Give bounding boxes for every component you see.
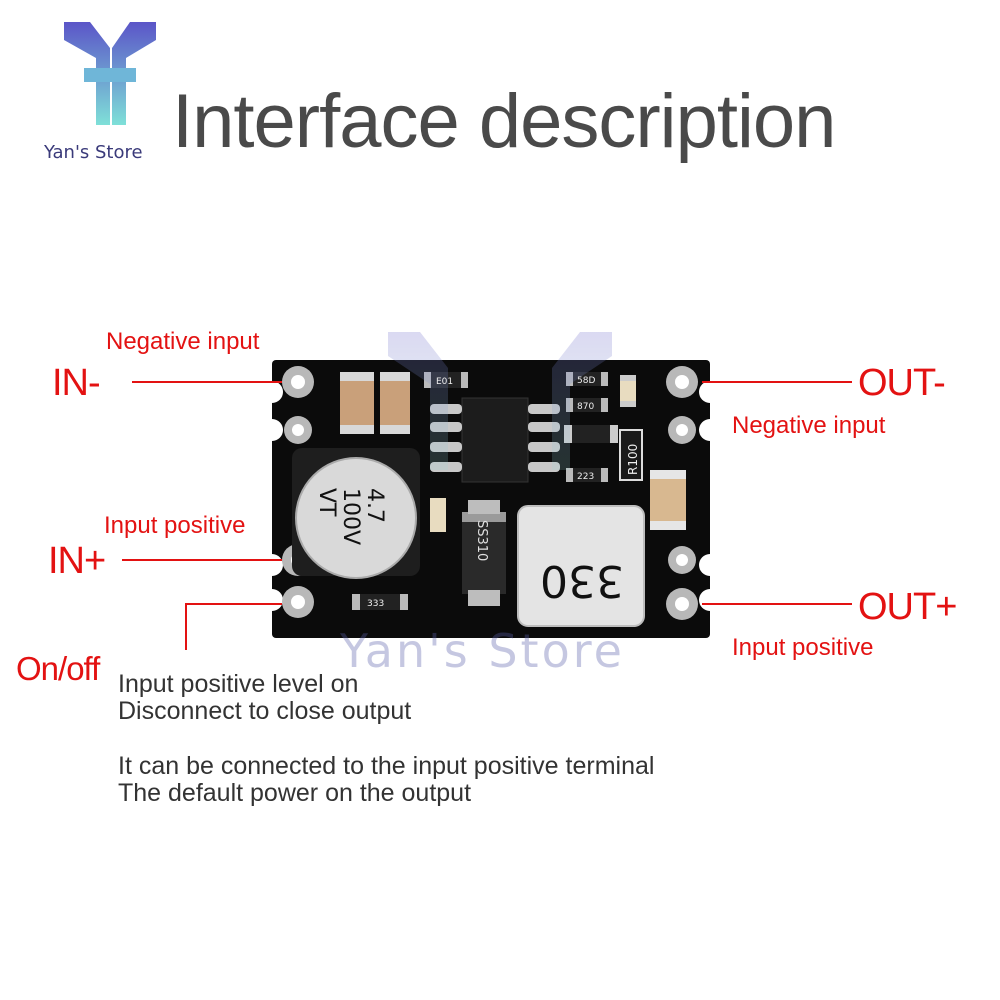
pin-label-out-minus: OUT- (858, 362, 946, 404)
resistor-label: R100 (626, 444, 640, 475)
pin-desc-in-plus: Input positive (104, 512, 246, 539)
pin-label-in-plus: IN+ (48, 540, 106, 582)
page-title: Interface description (172, 79, 836, 164)
electrolytic-capacitor (292, 448, 420, 579)
smd-code: 333 (367, 599, 384, 609)
pad-on-off (282, 586, 314, 618)
capacitor-line2: 100V (338, 488, 363, 545)
pad-out-plus (666, 588, 698, 620)
pin-label-in-minus: IN- (52, 362, 101, 404)
note-line: It can be connected to the input positiv… (118, 752, 655, 780)
smd-code: 58D (577, 376, 595, 386)
inductor-label: 330 (540, 555, 624, 606)
capacitor-line3: VT (314, 488, 339, 517)
pin-label-on-off: On/off (16, 650, 100, 687)
pcb-board (261, 360, 721, 638)
note-line: Input positive level on (118, 670, 359, 698)
pad-out-minus (666, 366, 698, 398)
ic-chip (430, 397, 560, 483)
pad-in-minus (282, 366, 314, 398)
note-line: The default power on the output (118, 779, 472, 807)
board-labels: 4.7 100V VT 330 SS310 R100 E01 58D 870 2… (314, 376, 640, 609)
smd-code: 870 (577, 402, 594, 412)
store-name: Yan's Store (44, 142, 143, 163)
note-line: Disconnect to close output (118, 697, 412, 725)
diode (462, 500, 506, 606)
pin-label-out-plus: OUT+ (858, 586, 957, 628)
diode-label: SS310 (474, 520, 489, 561)
inductor (517, 505, 645, 627)
pin-desc-out-minus: Negative input (732, 412, 886, 439)
capacitor-line1: 4.7 (362, 488, 387, 523)
smd-code: E01 (436, 377, 453, 387)
ceramic-capacitors (340, 372, 686, 530)
pin-desc-out-plus: Input positive (732, 634, 874, 661)
watermark-text: Yan's Store (340, 624, 625, 678)
watermark-logo-icon (388, 332, 612, 470)
smd-code: 223 (577, 472, 594, 482)
store-logo-icon (64, 22, 156, 125)
pin-desc-in-minus: Negative input (106, 328, 260, 355)
leader-lines (122, 381, 852, 650)
